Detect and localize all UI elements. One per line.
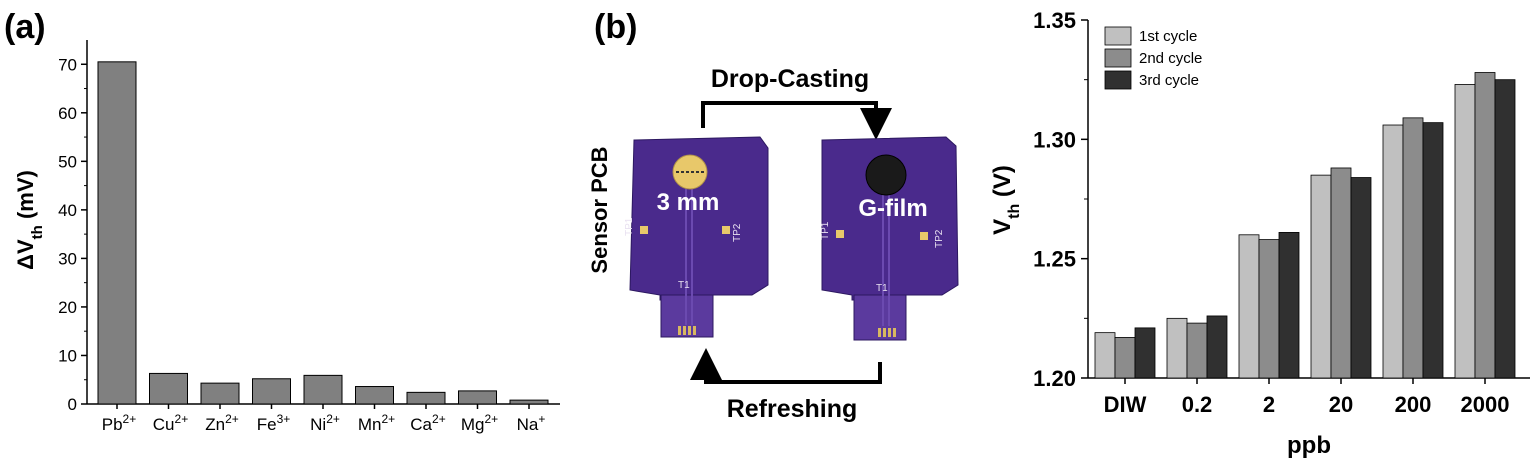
chart-a-bars — [97, 61, 549, 405]
bar-200-cycle-2 — [1402, 117, 1424, 379]
bar-cu — [149, 372, 188, 405]
pcb-left-pins — [678, 326, 696, 335]
diameter-label: 3 mm — [657, 189, 720, 216]
bar-200-cycle-3 — [1422, 122, 1444, 379]
bar-2000-cycle-2 — [1474, 72, 1496, 379]
chart-a-x-tick-label: Mg2+ — [461, 412, 498, 434]
chart-c-legend: 1st cycle 2nd cycle 3rd cycle — [1104, 26, 1202, 90]
bar-2-cycle-1 — [1238, 234, 1260, 379]
chart-c-y-label: Vth (V) — [989, 165, 1023, 235]
chart-c-y-tick-label: 1.20 — [1033, 366, 1076, 391]
chart-c-y-tick-label: 1.30 — [1033, 127, 1076, 152]
bar-0.2-cycle-3 — [1206, 315, 1228, 379]
chart-a-y-label: ΔVth (mV) — [13, 170, 46, 270]
drop-casting-arrow — [701, 101, 892, 140]
legend-entry: 2nd cycle — [1139, 50, 1202, 67]
pcb-right-t1: T1 — [876, 283, 888, 294]
pcb-right-tp2: TP2 — [934, 229, 945, 248]
chart-a-y-tick-label: 0 — [68, 395, 77, 414]
chart-a-y-tick-label: 40 — [58, 201, 77, 220]
sensor-pcb-label: Sensor PCB — [587, 146, 612, 273]
pcb-schematic: Drop-Casting Refreshing Sensor PCB 3 mm … — [587, 65, 959, 423]
legend-entry: 1st cycle — [1139, 28, 1197, 45]
legend-swatch — [1104, 48, 1132, 68]
chart-a-x-labels: Pb2+ Cu2+ Zn2+ Fe3+ Ni2+ Mn2+ Ca2+ Mg2+ Na+ — [102, 404, 546, 434]
bar-20-cycle-2 — [1330, 167, 1352, 379]
bar-DIW-cycle-2 — [1114, 337, 1136, 379]
chart-a-y-tick-label: 20 — [58, 298, 77, 317]
bar-ni — [303, 374, 343, 405]
pcb-right-tp2-pad — [920, 232, 928, 240]
chart-a-y-tick-label: 60 — [58, 104, 77, 123]
film-label: G-film — [858, 195, 927, 222]
chart-c-x-tick-label: 2 — [1263, 392, 1275, 417]
bar-mn — [355, 386, 394, 405]
chart-c-bars — [1094, 72, 1516, 379]
bar-2-cycle-3 — [1278, 232, 1300, 379]
chart-a-x-tick-label: Pb2+ — [102, 412, 136, 434]
pcb-left-tp1: TP1 — [624, 217, 635, 236]
pcb-right-tp1: TP1 — [820, 221, 831, 240]
bar-200-cycle-1 — [1382, 124, 1404, 379]
chart-a-x-tick-label: Ni2+ — [310, 412, 340, 434]
chart-c: 1.20 1.25 1.30 1.35 DIW 0.2 2 20 200 2000 1st cy… — [989, 8, 1530, 459]
chart-a-x-tick-label: Fe3+ — [257, 412, 291, 434]
bar-ca — [406, 391, 446, 405]
chart-c-y-tick-label: 1.25 — [1033, 247, 1076, 272]
pcb-left-tp2: TP2 — [732, 223, 743, 242]
chart-a-y-ticks: 0 10 20 30 40 50 60 70 — [58, 55, 87, 414]
chart-a-x-tick-label: Zn2+ — [205, 412, 239, 434]
chart-c-x-tick-label: 20 — [1329, 392, 1353, 417]
bar-20-cycle-1 — [1310, 174, 1332, 379]
pcb-left-tp1-pad — [640, 226, 648, 234]
pcb-right-pins — [878, 328, 896, 337]
chart-c-x-tick-label: 200 — [1395, 392, 1432, 417]
chart-c-x-label: ppb — [1287, 432, 1331, 459]
bar-2-cycle-2 — [1258, 239, 1280, 379]
bar-2000-cycle-3 — [1494, 79, 1516, 379]
bar-zn — [200, 382, 240, 405]
chart-c-x-tick-label: 0.2 — [1182, 392, 1213, 417]
bar-DIW-cycle-3 — [1134, 327, 1156, 379]
chart-a-x-tick-label: Ca2+ — [410, 412, 445, 434]
legend-entry: 3rd cycle — [1139, 72, 1199, 89]
chart-c-x-labels: DIW 0.2 2 20 200 2000 — [1104, 378, 1510, 417]
chart-c-x-tick-label: 2000 — [1461, 392, 1510, 417]
drop-casting-label: Drop-Casting — [711, 65, 869, 93]
panel-label-a: (a) — [4, 8, 46, 46]
legend-swatch — [1104, 26, 1132, 46]
chart-c-y-ticks: 1.20 1.25 1.30 1.35 — [1033, 8, 1088, 391]
chart-a-y-tick-label: 50 — [58, 152, 77, 171]
bar-DIW-cycle-1 — [1094, 332, 1116, 379]
chart-a-x-tick-label: Mn2+ — [358, 412, 395, 434]
bar-mg — [458, 390, 497, 405]
graphene-film — [865, 154, 907, 196]
bar-fe — [252, 378, 291, 405]
bar-0.2-cycle-2 — [1186, 322, 1208, 379]
pcb-left-t1: T1 — [678, 280, 690, 291]
chart-a: 0 10 20 30 40 50 60 70 Pb2+ Cu2+ Zn2+ Fe3+ Ni2+ Mn2+… — [13, 40, 560, 434]
pcb-right: G-film TP1 TP2 T1 — [820, 136, 959, 341]
bar-na — [509, 399, 549, 405]
refreshing-label: Refreshing — [727, 395, 858, 423]
gold-electrode — [672, 154, 708, 190]
chart-a-y-tick-label: 30 — [58, 249, 77, 268]
bar-2000-cycle-1 — [1454, 84, 1476, 379]
panel-label-b: (b) — [594, 8, 637, 46]
bar-0.2-cycle-1 — [1166, 317, 1188, 379]
chart-a-y-tick-label: 70 — [58, 55, 77, 74]
legend-swatch — [1104, 70, 1132, 90]
chart-a-x-tick-label: Cu2+ — [153, 412, 188, 434]
chart-a-x-tick-label: Na+ — [517, 412, 546, 434]
pcb-right-tp1-pad — [836, 230, 844, 238]
pcb-left: 3 mm TP1 TP2 T1 — [624, 136, 769, 338]
bar-20-cycle-3 — [1350, 177, 1372, 379]
pcb-left-tp2-pad — [722, 226, 730, 234]
chart-a-y-tick-label: 10 — [58, 346, 77, 365]
bar-pb — [97, 61, 137, 405]
chart-c-x-tick-label: DIW — [1104, 392, 1147, 417]
chart-c-y-tick-label: 1.35 — [1033, 8, 1076, 33]
refreshing-arrow — [690, 348, 882, 384]
